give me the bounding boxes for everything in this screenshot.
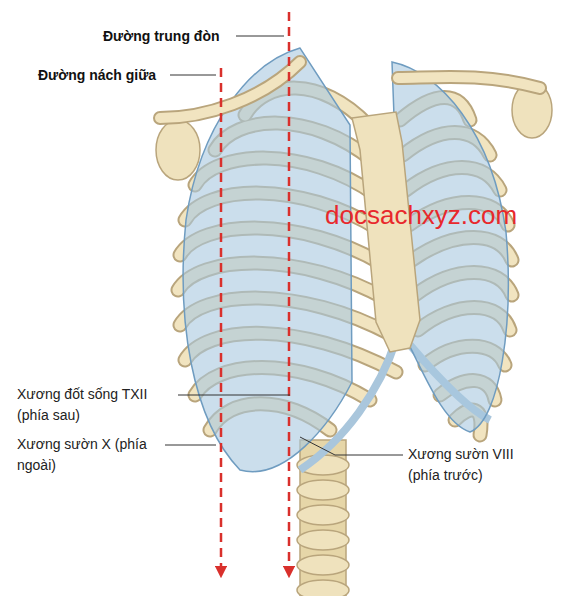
bone-label: Xương đốt sống TXII (phía sau) (17, 384, 177, 426)
reference-line-label: Đường nách giữa (38, 65, 156, 86)
bone-label: Xương sườn X (phía ngoài) (17, 434, 163, 476)
reference-line-label: Đường trung đòn (103, 26, 220, 47)
bone-label: Xương sườn VIII (phía trước) (408, 444, 540, 486)
watermark: docsachxyz.com (325, 196, 517, 235)
